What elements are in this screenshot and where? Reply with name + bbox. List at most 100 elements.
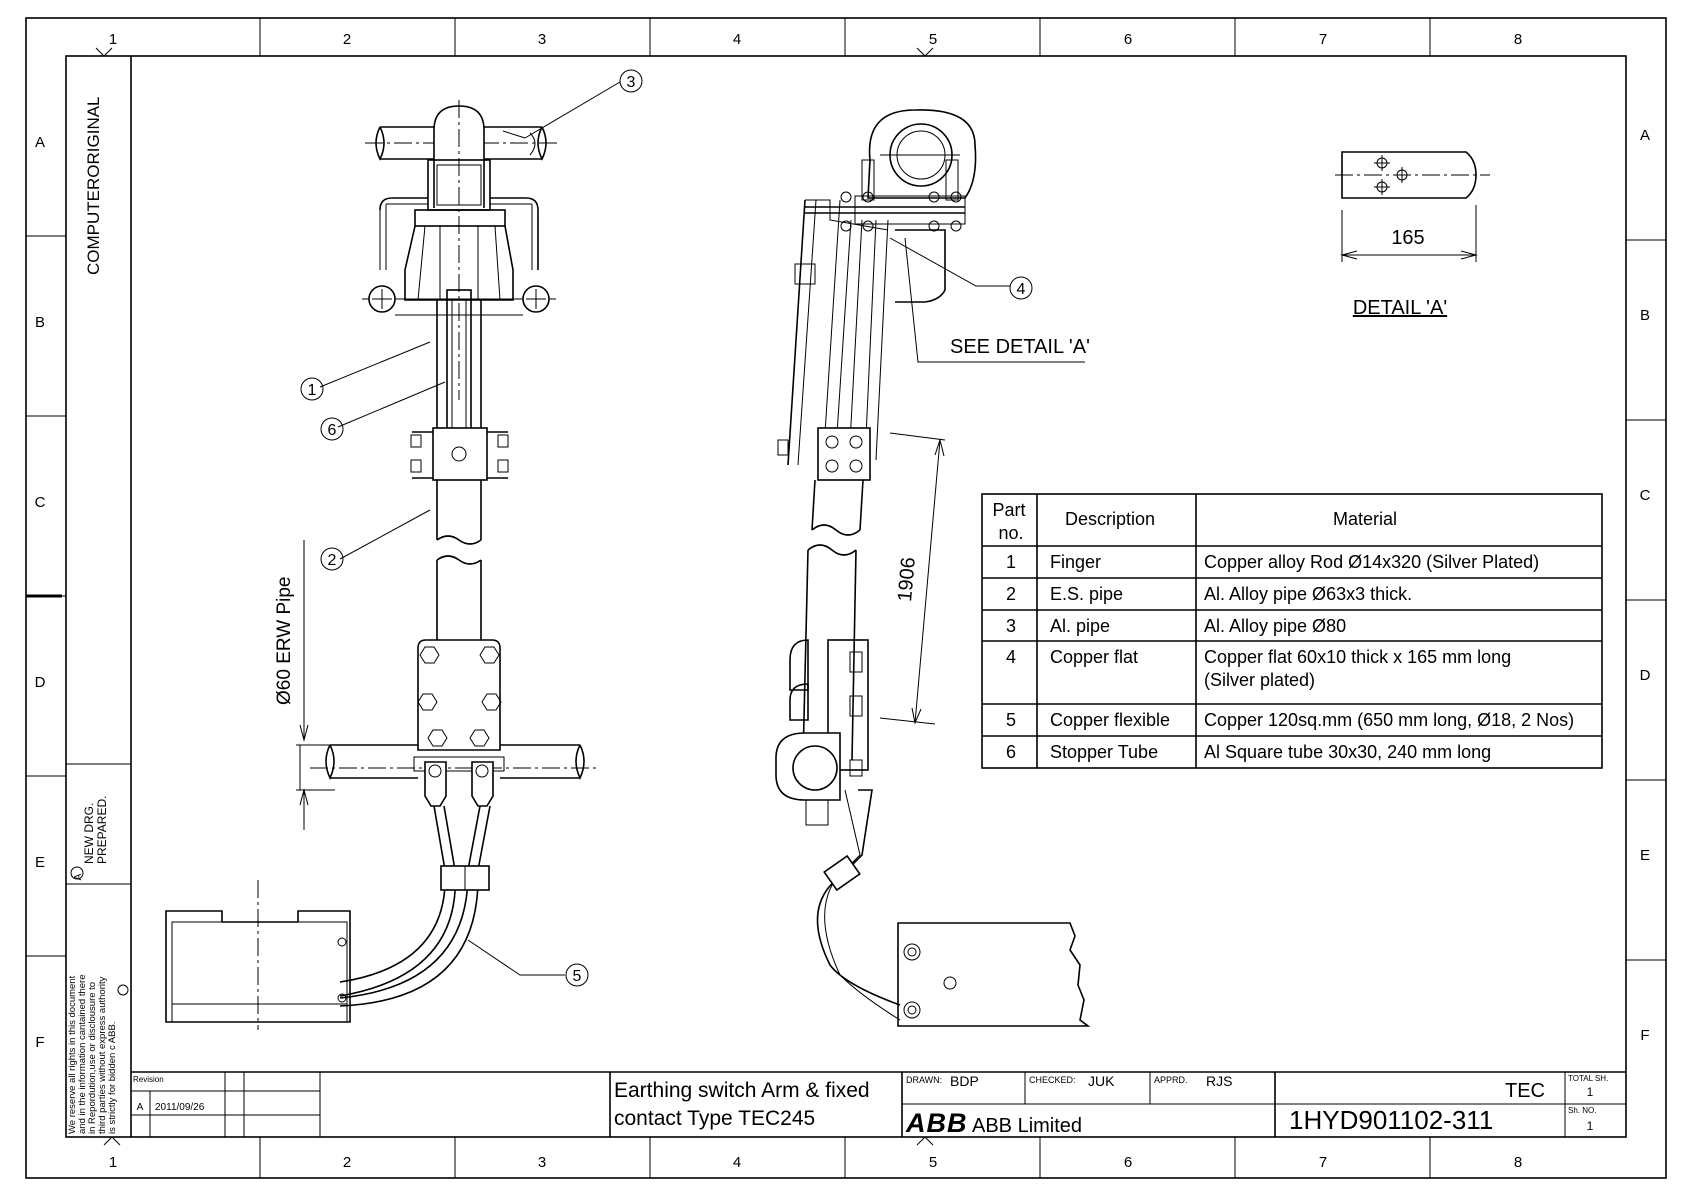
revision-note-line2: PREPARED. (95, 796, 109, 864)
drawn-label: DRAWN: (906, 1075, 942, 1085)
col-label-top-1: 1 (109, 31, 117, 48)
side-view-assembly: 1906 SEE DETAIL 'A' (775, 109, 1091, 1027)
detail-a: 165 DETAIL 'A' (1335, 151, 1490, 319)
row-label-right-d: D (1640, 667, 1651, 684)
dimension-1906: 1906 (894, 556, 920, 602)
row6-material: Al Square tube 30x30, 240 mm long (1204, 742, 1491, 762)
col-label-top-5: 5 (929, 31, 937, 48)
column-labels: 1 2 3 4 5 6 7 8 1 2 3 4 5 6 7 8 (109, 31, 1522, 1171)
checked-label: CHECKED: (1029, 1075, 1076, 1085)
svg-text:is strictly for bidden c ABB.: is strictly for bidden c ABB. (107, 1022, 118, 1134)
company-name: ABB Limited (972, 1115, 1082, 1137)
row-label-right-b: B (1640, 307, 1650, 324)
col-label-bottom-8: 8 (1514, 1154, 1522, 1171)
callout-1: 1 (308, 382, 317, 399)
callout-5: 5 (573, 968, 582, 985)
col-label-top-6: 6 (1124, 31, 1132, 48)
drawing-title-line2: contact Type TEC245 (614, 1107, 815, 1130)
col-label-bottom-5: 5 (929, 1154, 937, 1171)
row-label-left-c: C (35, 494, 46, 511)
total-sheets: 1 (1587, 1085, 1594, 1099)
copyright-notice: We reserve all rights in this document a… (67, 975, 118, 1135)
sheet-frame (25, 17, 1667, 1179)
row5-desc: Copper flexible (1050, 710, 1170, 730)
col-label-top-4: 4 (733, 31, 741, 48)
sheet-no-label: Sh. NO. (1568, 1106, 1596, 1115)
revision-note-letter: A (73, 873, 84, 880)
callout-3: 3 (627, 74, 636, 91)
row2-desc: E.S. pipe (1050, 584, 1123, 604)
drawn-by: BDP (950, 1073, 979, 1089)
front-view-assembly: Ø60 ERW Pipe (165, 81, 621, 1030)
checked-by: JUK (1088, 1073, 1115, 1089)
detail-a-title: DETAIL 'A' (1353, 297, 1447, 319)
row-label-left-f: F (35, 1034, 44, 1051)
row-label-left-d: D (35, 674, 46, 691)
row-label-left-b: B (35, 314, 45, 331)
callout-6: 6 (328, 422, 337, 439)
part-callouts: 3 1 6 2 5 4 (300, 69, 1033, 987)
svg-text:and in the information cantain: and in the information cantained there (77, 975, 88, 1135)
row5-material: Copper 120sq.mm (650 mm long, Ø18, 2 Nos… (1204, 710, 1574, 730)
header-description: Description (1065, 509, 1155, 529)
abb-logo: ABB (905, 1108, 968, 1138)
header-no: no. (998, 523, 1023, 543)
row4-no: 4 (1006, 647, 1016, 667)
row2-no: 2 (1006, 584, 1016, 604)
callout-4: 4 (1017, 281, 1026, 298)
row-label-right-c: C (1640, 487, 1651, 504)
row1-no: 1 (1006, 552, 1016, 572)
see-detail-label: SEE DETAIL 'A' (950, 336, 1090, 358)
drawing-title-line1: Earthing switch Arm & fixed (614, 1079, 870, 1102)
row2-material: Al. Alloy pipe Ø63x3 thick. (1204, 584, 1412, 604)
row-label-right-e: E (1640, 847, 1650, 864)
row-label-left-a: A (35, 134, 45, 151)
svg-text:third parties without express: third parties without express authority (97, 976, 108, 1134)
revision-date: 2011/09/26 (155, 1102, 205, 1113)
col-label-top-2: 2 (343, 31, 351, 48)
header-part: Part (992, 500, 1025, 520)
svg-text:We reserve all rights in this: We reserve all rights in this document (67, 975, 78, 1134)
row6-desc: Stopper Tube (1050, 742, 1158, 762)
title-block: Revision A 2011/09/26 Earthing switch Ar… (131, 1071, 1626, 1138)
detail-dimension-165: 165 (1391, 227, 1424, 249)
pipe-dimension-label: Ø60 ERW Pipe (274, 577, 295, 705)
col-label-bottom-1: 1 (109, 1154, 117, 1171)
parts-table: Part no. Description Material 1 Finger C… (981, 493, 1603, 769)
col-label-bottom-7: 7 (1319, 1154, 1327, 1171)
row-label-right-a: A (1640, 127, 1650, 144)
col-label-top-3: 3 (538, 31, 546, 48)
total-sheets-label: TOTAL SH. (1568, 1074, 1608, 1083)
row-label-right-f: F (1640, 1027, 1649, 1044)
row3-desc: Al. pipe (1050, 616, 1110, 636)
row1-material: Copper alloy Rod Ø14x320 (Silver Plated) (1204, 552, 1539, 572)
col-label-bottom-6: 6 (1124, 1154, 1132, 1171)
col-label-bottom-4: 4 (733, 1154, 741, 1171)
row6-no: 6 (1006, 742, 1016, 762)
sheet-number: 1 (1587, 1119, 1594, 1133)
col-label-bottom-3: 3 (538, 1154, 546, 1171)
revision-note-line1: NEW DRG. (82, 803, 96, 864)
row-labels: A B C D E F A B C D E F (35, 127, 1651, 1051)
approved-label: APPRD. (1154, 1075, 1188, 1085)
callout-2: 2 (328, 552, 337, 569)
revision-label: Revision (133, 1075, 164, 1084)
left-strip: COMPUTERORIGINAL A NEW DRG. PREPARED. We… (66, 56, 132, 1137)
product-code: TEC (1505, 1080, 1545, 1102)
drawing-number: 1HYD901102-311 (1289, 1105, 1493, 1135)
row4-desc: Copper flat (1050, 647, 1138, 667)
row3-no: 3 (1006, 616, 1016, 636)
header-material: Material (1333, 509, 1397, 529)
row-label-left-e: E (35, 854, 45, 871)
row4-material: Copper flat 60x10 thick x 165 mm long (1204, 647, 1511, 667)
row5-no: 5 (1006, 710, 1016, 730)
col-label-bottom-2: 2 (343, 1154, 351, 1171)
row4-material-line2: (Silver plated) (1204, 670, 1315, 690)
approved-by: RJS (1206, 1073, 1232, 1089)
revision-letter: A (137, 1102, 144, 1113)
svg-text:in Repordution,use or disclous: in Repordution,use or disclousure to (87, 982, 98, 1134)
col-label-top-7: 7 (1319, 31, 1327, 48)
row1-desc: Finger (1050, 552, 1101, 572)
row3-material: Al. Alloy pipe Ø80 (1204, 616, 1346, 636)
